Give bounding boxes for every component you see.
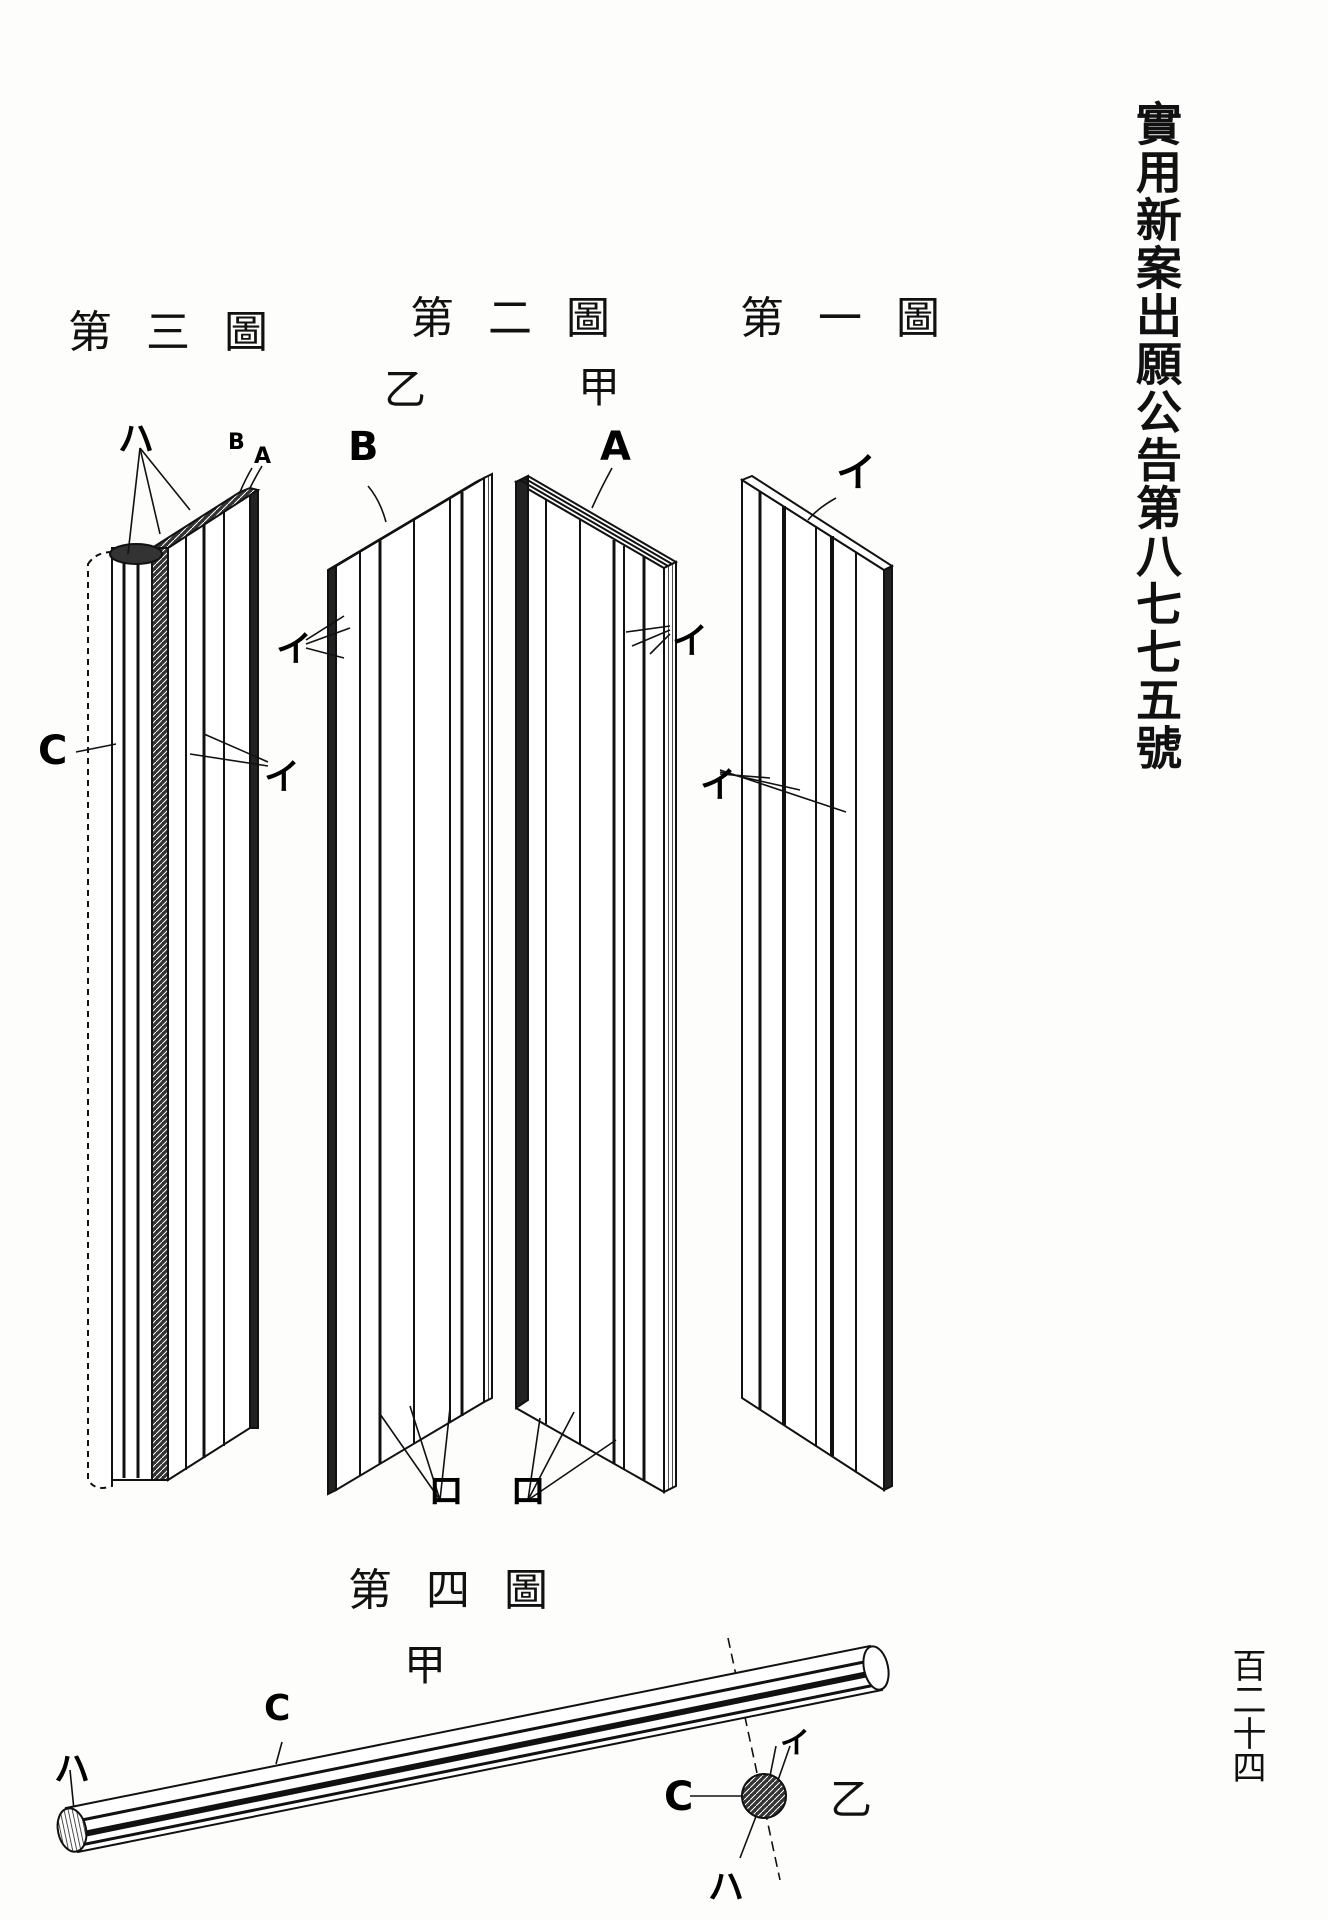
label-ha-fig4-otsu: ハ bbox=[708, 1867, 745, 1908]
label-ro-fig2-ko: ロ bbox=[510, 1471, 547, 1512]
figure-4-sub-otsu: 乙 bbox=[830, 1775, 873, 1824]
figure-2-title: 第二圖 bbox=[410, 293, 644, 344]
figure-4-sub-ko: 甲 bbox=[404, 1641, 447, 1690]
label-i-fig2-ko: イ bbox=[672, 621, 709, 662]
figure-2-sub-otsu: 乙 bbox=[384, 365, 427, 414]
figure-3-title: 第三圖 bbox=[68, 307, 302, 358]
label-i-fig4-otsu: イ bbox=[780, 1726, 810, 1761]
label-i-fig1-top: イ bbox=[836, 450, 876, 496]
figure-4-ko-drawing bbox=[56, 1644, 890, 1854]
figure-2-ko-drawing bbox=[513, 474, 679, 1494]
label-B-fig2: B bbox=[348, 424, 379, 470]
label-B-fig3: B bbox=[228, 430, 245, 455]
figure-1-drawing bbox=[739, 474, 895, 1492]
label-i-fig3: イ bbox=[264, 757, 301, 798]
label-A-fig3: A bbox=[254, 444, 272, 469]
figure-4-otsu-drawing bbox=[741, 1773, 787, 1819]
figure-2-sub-ko: 甲 bbox=[578, 363, 621, 412]
label-C-fig4-otsu: C bbox=[664, 1774, 694, 1820]
figure-2-otsu-drawing bbox=[327, 472, 493, 1496]
label-A-fig2: A bbox=[600, 424, 631, 470]
figure-4-title: 第四圖 bbox=[348, 1565, 582, 1616]
label-i-fig1-side: イ bbox=[700, 765, 737, 806]
figure-3-drawing bbox=[87, 486, 261, 1489]
label-i-fig2-otsu: イ bbox=[276, 629, 313, 670]
label-C-fig3: C bbox=[38, 728, 68, 774]
publication-title: 實用新案出願公告第八七七五號 bbox=[1129, 100, 1183, 772]
label-ha-fig4-ko: ハ bbox=[54, 1749, 91, 1790]
label-ro-fig2-otsu: ロ bbox=[428, 1471, 465, 1512]
page-number: 百二十四 bbox=[1226, 1648, 1266, 1784]
figure-1-title: 第一圖 bbox=[740, 293, 974, 344]
label-ha-fig3: ハ bbox=[118, 419, 155, 460]
label-C-fig4-ko: C bbox=[264, 1688, 291, 1729]
